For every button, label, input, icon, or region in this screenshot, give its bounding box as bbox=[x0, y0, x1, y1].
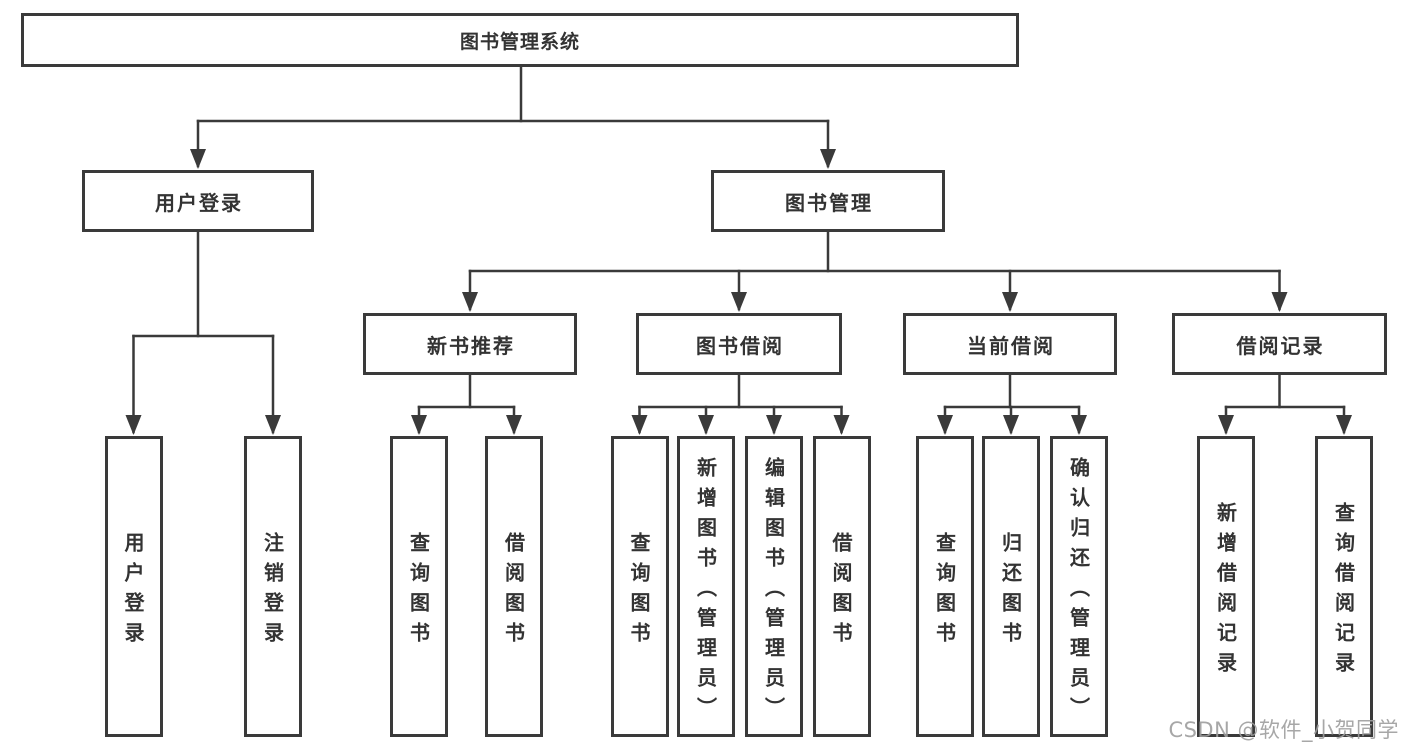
node-book-management: 图书管理 bbox=[711, 170, 945, 232]
node-user-login: 用户登录 bbox=[82, 170, 314, 232]
leaf-query-books-3: 查询图书 bbox=[916, 436, 974, 737]
leaf-edit-books-admin: 编辑图书（管理员） bbox=[745, 436, 803, 737]
csdn-watermark: CSDN @软件_小贺同学 bbox=[1168, 718, 1399, 742]
leaf-user-login: 用户登录 bbox=[104, 436, 163, 737]
leaf-logout: 注销登录 bbox=[244, 436, 302, 737]
leaf-add-borrow-record: 新增借阅记录 bbox=[1197, 436, 1255, 737]
leaf-confirm-return-admin: 确认归还（管理员） bbox=[1050, 436, 1108, 737]
node-borrow-records: 借阅记录 bbox=[1172, 313, 1387, 375]
leaf-query-books-1: 查询图书 bbox=[390, 436, 448, 737]
node-current-borrow: 当前借阅 bbox=[903, 313, 1117, 375]
arrowheads bbox=[125, 149, 1352, 435]
node-new-book-recommend: 新书推荐 bbox=[363, 313, 577, 375]
node-library-system: 图书管理系统 bbox=[21, 13, 1019, 67]
node-book-borrow: 图书借阅 bbox=[636, 313, 842, 375]
leaf-borrow-books-2: 借阅图书 bbox=[812, 436, 871, 737]
leaf-borrow-books-1: 借阅图书 bbox=[485, 436, 543, 737]
leaf-query-books-2: 查询图书 bbox=[610, 436, 669, 737]
leaf-query-borrow-record: 查询借阅记录 bbox=[1315, 436, 1373, 737]
leaf-add-books-admin: 新增图书（管理员） bbox=[677, 436, 735, 737]
leaf-return-books: 归还图书 bbox=[982, 436, 1040, 737]
